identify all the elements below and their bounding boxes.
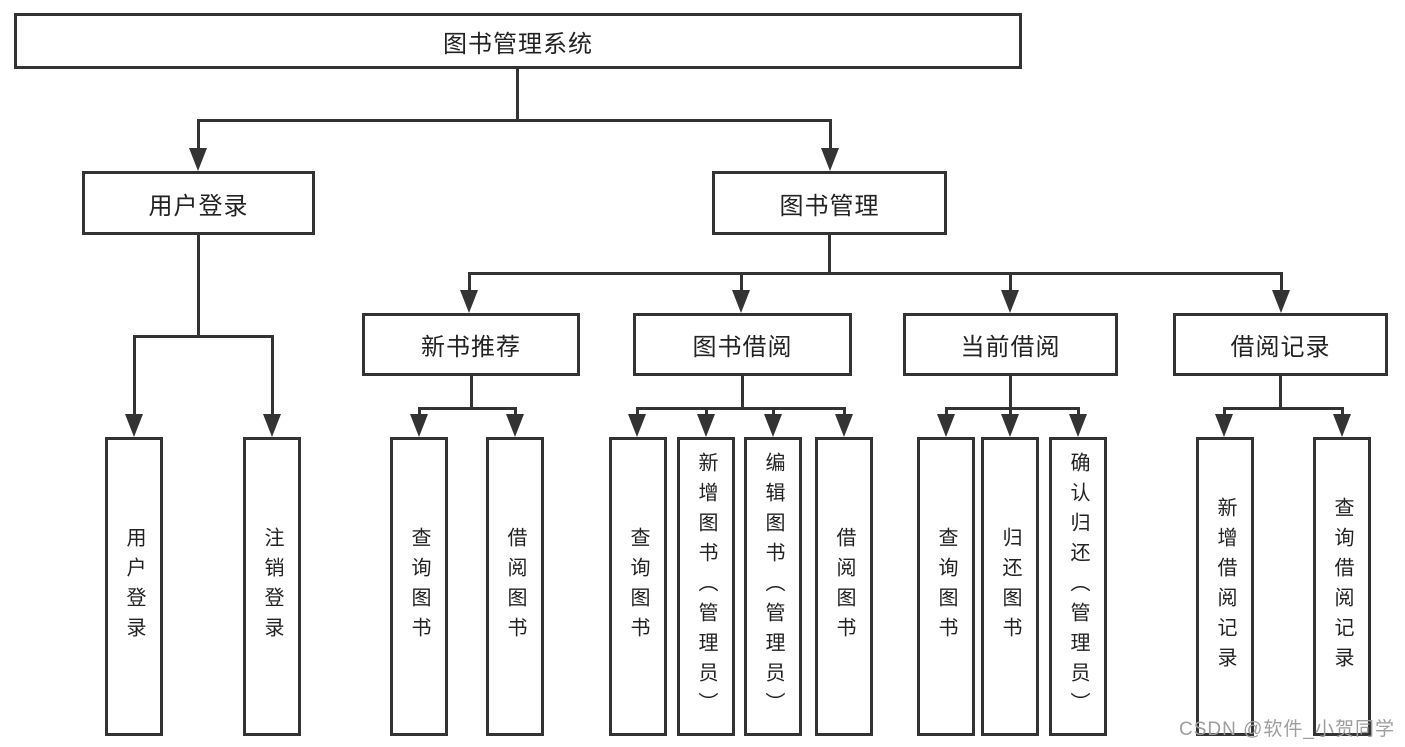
node-new-book-recommend: 新书推荐 <box>362 313 580 376</box>
node-borrow-books-leaf-label: 借阅图书 <box>833 526 855 647</box>
connector-leaf-shaft <box>945 407 948 419</box>
node-query-books-borrow: 查询图书 <box>609 437 667 736</box>
arrowhead-login-leaf-icon <box>125 414 143 437</box>
node-query-borrow-record: 查询借阅记录 <box>1313 437 1371 736</box>
node-add-book-admin: 新增图书（管理员） <box>677 437 735 736</box>
node-query-books-recommend-label: 查询图书 <box>408 526 430 647</box>
connector-currentborrow-bar <box>945 407 1079 410</box>
node-confirm-return-admin-label: 确认归还（管理员） <box>1067 451 1089 722</box>
node-add-book-admin-label: 新增图书（管理员） <box>695 451 717 722</box>
node-return-book: 归还图书 <box>981 437 1039 736</box>
arrowhead-logout-leaf-icon <box>263 414 281 437</box>
node-root-label: 图书管理系统 <box>443 30 593 58</box>
node-edit-book-admin-label: 编辑图书（管理员） <box>762 451 784 722</box>
arrowhead-leaf-icon <box>506 414 524 437</box>
connector-newbookrec-bar <box>418 407 516 410</box>
connector-bookmgmt-stem <box>828 235 831 272</box>
node-borrow-books-recommend-label: 借阅图书 <box>504 526 526 647</box>
node-new-book-recommend-label: 新书推荐 <box>421 334 521 361</box>
arrowhead-leaf-icon <box>937 414 955 437</box>
arrowhead-leaf-icon <box>1333 414 1351 437</box>
node-query-borrow-record-label: 查询借阅记录 <box>1331 496 1353 677</box>
arrowhead-currentborrow-icon <box>1001 290 1019 313</box>
connector-root-bar <box>197 119 832 122</box>
node-user-login-label: 用户登录 <box>148 192 249 220</box>
connector-leaf-shaft <box>514 407 517 419</box>
node-book-borrow: 图书借阅 <box>633 313 852 376</box>
connector-logout-leaf-shaft <box>271 335 274 416</box>
node-root: 图书管理系统 <box>14 13 1022 69</box>
node-user-login-leaf: 用户登录 <box>105 437 163 736</box>
arrowhead-leaf-icon <box>1069 414 1087 437</box>
node-book-management: 图书管理 <box>712 171 947 235</box>
node-logout-label: 注销登录 <box>261 526 283 647</box>
arrowhead-leaf-icon <box>764 414 782 437</box>
node-add-borrow-record: 新增借阅记录 <box>1196 437 1254 736</box>
connector-leaf-shaft <box>1009 407 1012 419</box>
connector-bookborrow-shaft <box>740 272 743 293</box>
node-query-books-borrow-label: 查询图书 <box>627 526 649 647</box>
arrowhead-leaf-icon <box>835 414 853 437</box>
arrowhead-borrowrecords-icon <box>1272 290 1290 313</box>
connector-bookborrow-bar <box>636 407 845 410</box>
connector-userlogin-stem <box>197 235 200 335</box>
connector-leaf-shaft <box>1223 407 1226 419</box>
node-current-borrow: 当前借阅 <box>903 313 1118 376</box>
node-return-book-label: 归还图书 <box>999 526 1021 647</box>
node-edit-book-admin: 编辑图书（管理员） <box>744 437 802 736</box>
node-query-books-current: 查询图书 <box>917 437 975 736</box>
node-borrow-records: 借阅记录 <box>1173 313 1388 376</box>
node-borrow-records-label: 借阅记录 <box>1230 334 1331 361</box>
arrowhead-bookborrow-icon <box>732 290 750 313</box>
connector-borrowrecords-bar <box>1223 407 1343 410</box>
node-current-borrow-label: 当前借阅 <box>960 334 1061 361</box>
node-logout: 注销登录 <box>243 437 301 736</box>
connector-currentborrow-shaft <box>1009 272 1012 293</box>
arrowhead-newbookrec-icon <box>460 290 478 313</box>
connector-borrowrecords-stem <box>1279 376 1282 407</box>
node-borrow-books-recommend: 借阅图书 <box>486 437 544 736</box>
arrowhead-leaf-icon <box>1001 414 1019 437</box>
node-user-login: 用户登录 <box>82 171 315 235</box>
connector-leaf-shaft <box>418 407 421 419</box>
connector-leaf-shaft <box>1341 407 1344 419</box>
connector-userlogin-shaft <box>197 119 200 152</box>
node-book-management-label: 图书管理 <box>779 192 880 220</box>
arrowhead-leaf-icon <box>410 414 428 437</box>
connector-bookmgmt-shaft <box>829 119 832 152</box>
arrowhead-leaf-icon <box>628 414 646 437</box>
node-query-books-current-label: 查询图书 <box>935 526 957 647</box>
connector-bookmgmt-bar <box>468 272 1282 275</box>
node-query-books-recommend: 查询图书 <box>390 437 448 736</box>
connector-newbookrec-stem <box>470 376 473 407</box>
node-confirm-return-admin: 确认归还（管理员） <box>1049 437 1107 736</box>
watermark: CSDN @软件_小贺同学 <box>1179 719 1395 740</box>
connector-bookborrow-stem <box>741 376 744 407</box>
node-add-borrow-record-label: 新增借阅记录 <box>1214 496 1236 677</box>
node-user-login-leaf-label: 用户登录 <box>123 526 145 647</box>
connector-leaf-shaft <box>772 407 775 419</box>
node-borrow-books-leaf: 借阅图书 <box>815 437 873 736</box>
connector-root-stem <box>516 69 519 119</box>
arrowhead-leaf-icon <box>1215 414 1233 437</box>
arrowhead-leaf-icon <box>697 414 715 437</box>
arrowhead-userlogin-icon <box>189 148 207 171</box>
node-book-borrow-label: 图书借阅 <box>692 334 793 361</box>
connector-leaf-shaft <box>843 407 846 419</box>
connector-newbookrec-shaft <box>468 272 471 293</box>
connector-login-leaf-shaft <box>133 335 136 416</box>
connector-leaf-shaft <box>636 407 639 419</box>
connector-borrowrecords-shaft <box>1280 272 1283 293</box>
arrowhead-bookmgmt-icon <box>821 148 839 171</box>
connector-userlogin-bar <box>133 335 274 338</box>
connector-currentborrow-stem <box>1009 376 1012 407</box>
connector-leaf-shaft <box>1077 407 1080 419</box>
connector-leaf-shaft <box>705 407 708 419</box>
